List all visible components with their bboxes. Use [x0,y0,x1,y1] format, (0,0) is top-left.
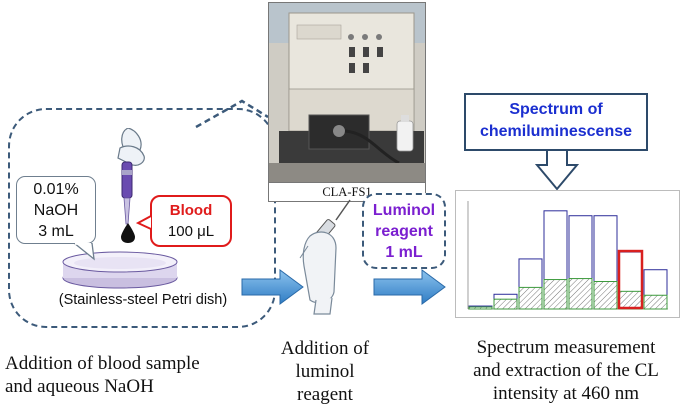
caption-step1-line1: Addition of blood sample [5,353,200,374]
arrow-right-icon-2 [373,269,446,305]
chart-bar-inner-7 [618,290,643,310]
arrow-right-icon [241,269,304,305]
caption-step3-line1: Spectrum measurement [476,337,656,358]
chart-bar-inner-3 [518,286,543,310]
caption-step1-line2: and aqueous NaOH [5,376,154,397]
chart-bar-inner-4 [543,279,568,310]
naoh-callout: 0.01% NaOH 3 mL [16,176,96,244]
chart-bar-inner-2 [493,298,518,310]
chart-highlight-460nm [617,249,644,310]
spectrum-line-1: Spectrum of [509,101,603,118]
spectrum-callout: Spectrum of chemiluminescense [464,93,648,151]
syringe-hand-icon [299,199,351,315]
luminol-line-1: Luminol [372,202,436,219]
luminol-line-3: 1 mL [385,244,423,261]
caption-step2-line3: reagent [297,384,353,405]
dish-caption: (Stainless-steel Petri dish) [58,292,228,308]
chart-bar-inner-5 [568,278,593,310]
spectrum-line-2: chemiluminescense [479,123,633,140]
petri-dish-icon [62,251,178,289]
spectrum-chart [455,190,680,318]
panel-tail [195,99,269,129]
sample-panel [8,108,276,328]
blood-volume: 100 μL [167,223,215,240]
blood-callout-tail [136,215,152,230]
blood-label: Blood [169,202,213,219]
caption-step3-line3: intensity at 460 nm [492,383,640,404]
blood-callout: Blood 100 μL [150,195,232,247]
naoh-callout-tail [72,243,95,261]
arrow-down-icon [535,149,579,191]
caption-step2: Addition of luminol reagent [270,337,380,406]
caption-step2-line1: Addition of [280,338,370,359]
luminol-line-2: reagent [375,223,433,240]
blood-drop-icon [121,223,135,243]
pipette-hand-icon [117,128,145,225]
caption-step3: Spectrum measurement and extraction of t… [450,336,682,405]
naoh-volume: 3 mL [38,223,74,240]
instrument-photo [268,2,426,183]
caption-step1: Addition of blood sample and aqueous NaO… [5,352,275,398]
chart-bar-inner-1 [468,306,493,310]
naoh-name: NaOH [33,202,79,219]
luminol-callout: Luminol reagent 1 mL [362,193,446,269]
instrument-image [269,3,425,182]
spectrum-chart-svg [467,201,668,310]
caption-step3-line2: and extraction of the CL [473,360,659,381]
naoh-concentration: 0.01% [33,181,79,198]
caption-step2-line2: luminol [295,361,355,382]
chart-bar-inner-8 [643,294,668,310]
chart-bar-inner-6 [593,281,618,310]
